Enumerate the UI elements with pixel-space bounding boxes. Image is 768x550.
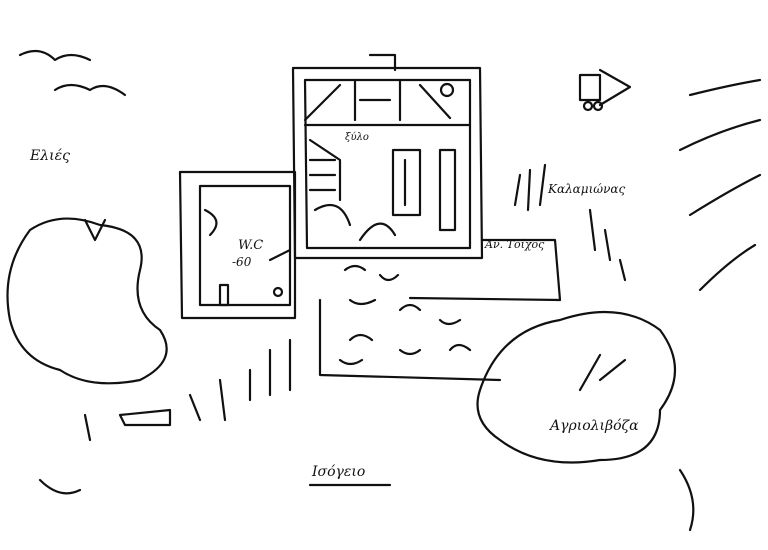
viewer-icon — [578, 68, 632, 112]
olives-label: Ελιές — [30, 148, 70, 164]
retaining-wall-label: Αν. Τοίχος — [485, 238, 545, 251]
wc-level-label: -60 — [232, 255, 252, 269]
plan-title: Ισόγειο — [312, 464, 366, 480]
wc-building — [178, 170, 297, 320]
reeds-label: Καλαμιώνας — [548, 182, 626, 196]
terrace — [248, 238, 562, 402]
wc-label: W.C — [238, 238, 264, 253]
vegetation — [6, 49, 677, 464]
fence — [38, 378, 695, 532]
main-building — [291, 53, 484, 260]
wild-plant-label: Αγριολιβόζα — [550, 418, 639, 434]
wind-arrows — [678, 78, 762, 292]
wood-label: ξύλο — [345, 132, 369, 143]
